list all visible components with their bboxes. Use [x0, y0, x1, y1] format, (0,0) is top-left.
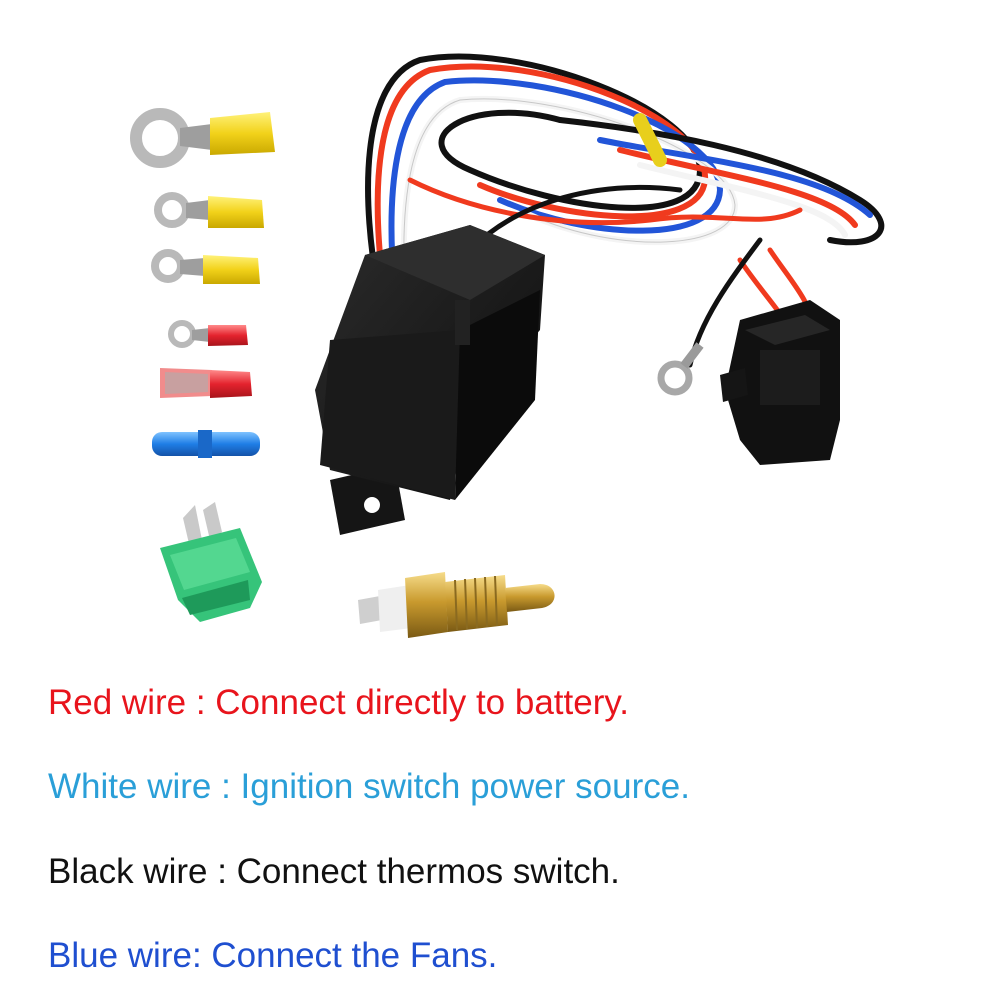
spade-connector-icon — [160, 368, 252, 398]
black-wire-instruction: Black wire : Connect thermos switch. — [48, 852, 620, 891]
blade-fuse-icon — [160, 502, 262, 622]
thermo-switch-icon — [358, 572, 555, 638]
harness-ring-terminal — [657, 342, 704, 396]
ring-terminal-small-icon — [151, 249, 260, 284]
ring-terminal-large-icon — [130, 108, 275, 168]
white-wire-instruction: White wire : Ignition switch power sourc… — [48, 767, 690, 806]
red-ring-terminal-icon — [168, 320, 248, 348]
red-wire-instruction: Red wire : Connect directly to battery. — [48, 683, 629, 722]
fuse-holder-icon — [720, 300, 840, 465]
blue-wire-instruction: Blue wire: Connect the Fans. — [48, 936, 498, 975]
product-photo — [130, 53, 885, 638]
ring-terminal-medium-icon — [154, 192, 264, 228]
butt-connector-icon — [152, 430, 260, 458]
relay-icon — [315, 225, 545, 535]
